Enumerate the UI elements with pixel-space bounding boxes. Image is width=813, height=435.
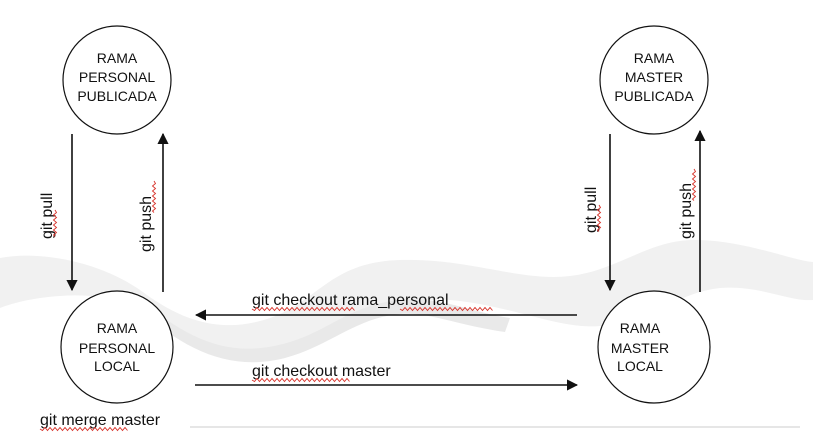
label-master-push: git push xyxy=(678,183,695,239)
node-label-line: PUBLICADA xyxy=(77,88,157,104)
spellcheck-underline xyxy=(251,377,350,383)
node-label-line: LOCAL xyxy=(617,358,663,374)
node-label-line: PERSONAL xyxy=(79,69,155,85)
node-rama-master-local: RAMA MASTER LOCAL xyxy=(597,290,711,404)
node-rama-master-publicada: RAMA MASTER PUBLICADA xyxy=(599,25,709,135)
label-checkout-personal: git checkout rama_personal xyxy=(252,292,449,309)
footer-caption: git merge master xyxy=(40,412,161,429)
spellcheck-underline xyxy=(52,209,58,237)
node-rama-personal-publicada: RAMA PERSONAL PUBLICADA xyxy=(62,25,172,135)
spellcheck-underline xyxy=(39,426,128,432)
node-label-line: MASTER xyxy=(625,69,683,85)
spellcheck-underline xyxy=(691,168,697,201)
node-label-line: RAMA xyxy=(97,50,138,66)
spellcheck-underline xyxy=(596,204,602,232)
node-label-line: MASTER xyxy=(611,340,669,356)
spellcheck-underline xyxy=(151,180,157,213)
node-label-line: RAMA xyxy=(620,320,661,336)
label-master-pull: git pull xyxy=(583,187,600,233)
node-label-line: RAMA xyxy=(634,50,675,66)
node-label-line: PUBLICADA xyxy=(614,88,694,104)
label-personal-pull: git pull xyxy=(39,193,56,239)
node-rama-personal-local: RAMA PERSONAL LOCAL xyxy=(60,290,174,404)
node-label-line: RAMA xyxy=(97,320,138,336)
spellcheck-underline xyxy=(399,306,493,312)
node-label-line: LOCAL xyxy=(94,358,140,374)
spellcheck-underline xyxy=(251,306,355,312)
node-label-line: PERSONAL xyxy=(79,340,155,356)
background-wave-shadow xyxy=(140,299,510,363)
label-personal-push: git push xyxy=(138,196,155,252)
label-checkout-master: git checkout master xyxy=(252,363,391,380)
